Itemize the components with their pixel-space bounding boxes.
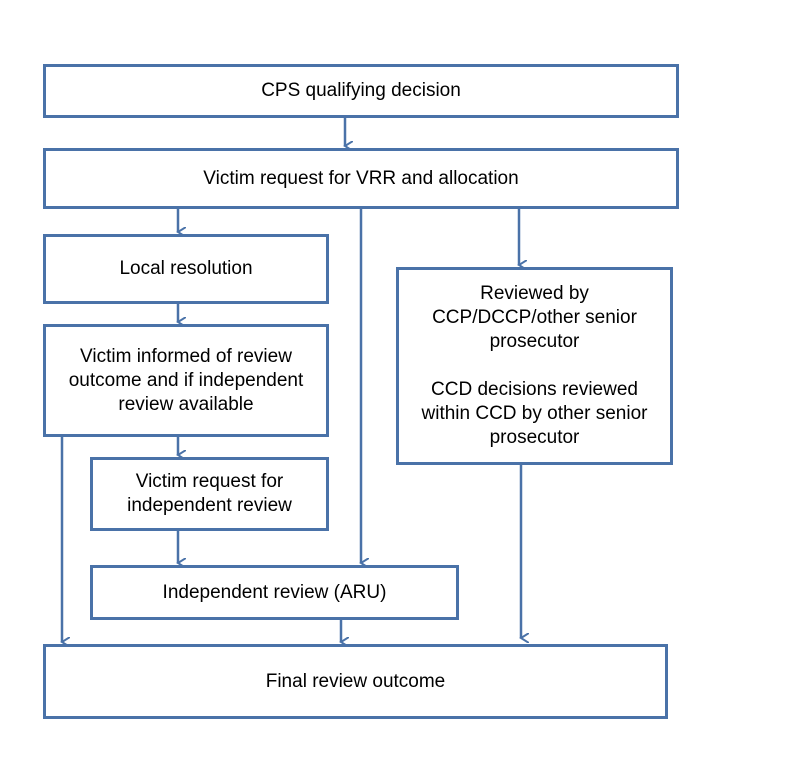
- final-review-outcome-label: Final review outcome: [265, 670, 446, 692]
- senior-review-label: Reviewed by CCP/DCCP/other senior prosec…: [432, 283, 637, 352]
- victim-informed-label: Victim informed of review outcome and if…: [68, 345, 304, 415]
- local-resolution-label: Local resolution: [119, 258, 253, 279]
- victim-request-independent-review-label: Victim request for independent review: [127, 471, 292, 516]
- victim-request-vrr-box: Victim request for VRR and allocation: [43, 148, 679, 209]
- victim-request-vrr-label: Victim request for VRR and allocation: [203, 167, 519, 189]
- cps-qualifying-decision-box: CPS qualifying decision: [43, 64, 679, 118]
- independent-review-aru-label: Independent review (ARU): [162, 581, 387, 603]
- cps-qualifying-decision-label: CPS qualifying decision: [261, 80, 461, 101]
- ccd-review-label: CCD decisions reviewed within CCD by oth…: [421, 379, 648, 448]
- final-review-outcome-box: Final review outcome: [43, 644, 668, 719]
- senior-prosecutor-review-box: Reviewed by CCP/DCCP/other senior prosec…: [396, 267, 673, 465]
- victim-informed-box: Victim informed of review outcome and if…: [43, 324, 329, 437]
- local-resolution-box: Local resolution: [43, 234, 329, 304]
- independent-review-aru-box: Independent review (ARU): [90, 565, 459, 620]
- victim-request-independent-review-box: Victim request for independent review: [90, 457, 329, 531]
